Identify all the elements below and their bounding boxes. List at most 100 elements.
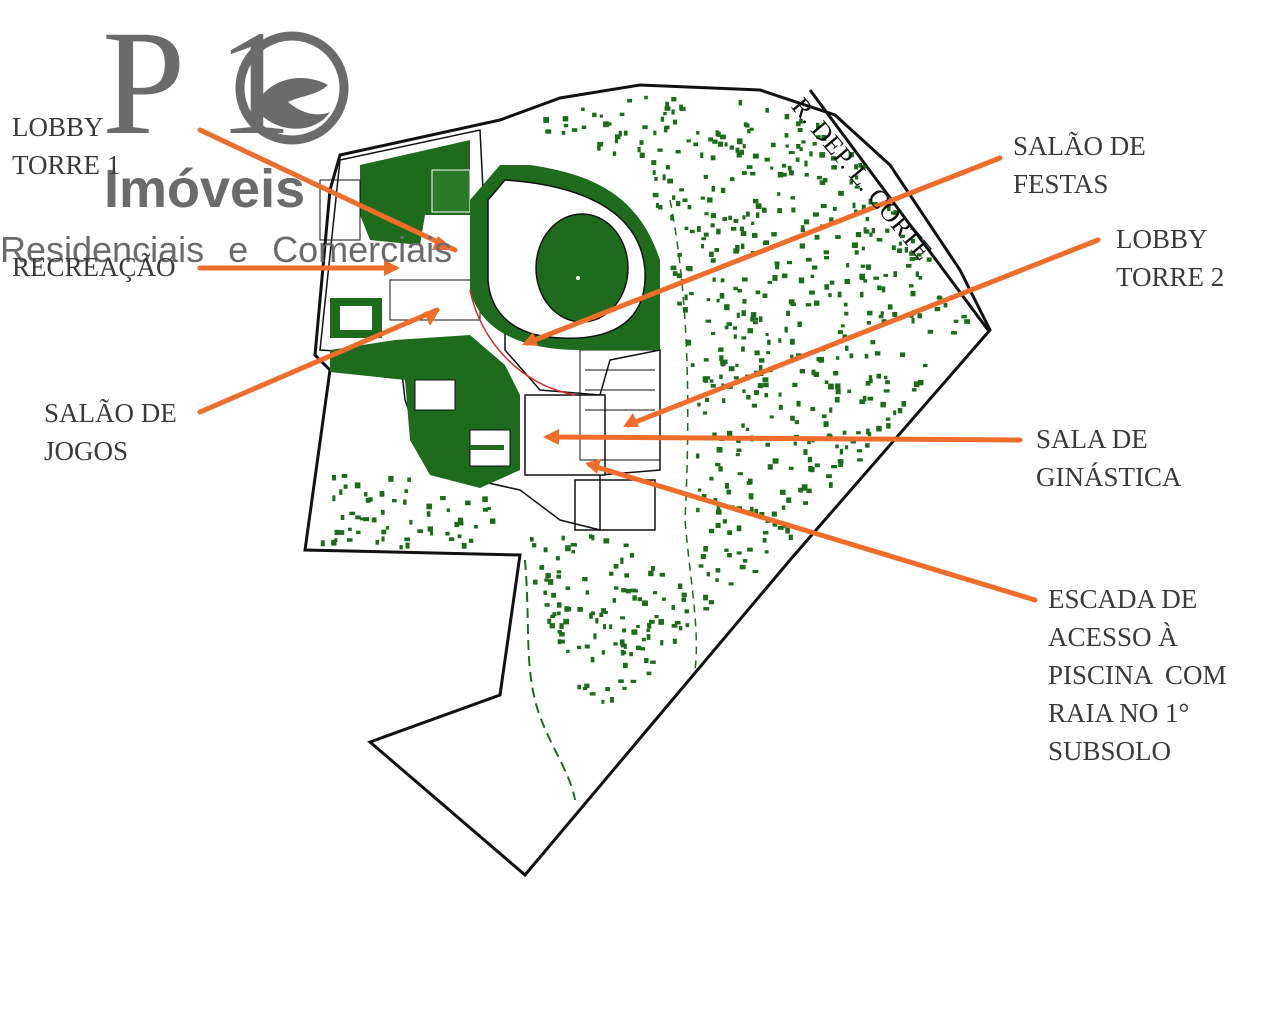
tree-dot <box>430 531 434 536</box>
tree-dot <box>440 496 446 501</box>
tree-dot <box>712 139 718 144</box>
tree-dot <box>741 423 745 428</box>
tree-dot <box>775 263 780 270</box>
tree-dot <box>454 521 459 528</box>
tree-dot <box>726 489 731 495</box>
tree-dot <box>751 403 758 408</box>
tree-dot <box>654 615 659 619</box>
tree-dot <box>786 310 790 316</box>
tree-dot <box>843 302 848 307</box>
tree-dot <box>849 179 853 185</box>
tree-dot <box>740 231 747 236</box>
tree-dot <box>784 113 790 120</box>
tree-dot <box>829 217 834 222</box>
tree-dot <box>833 371 839 376</box>
tree-dot <box>543 590 548 595</box>
tree-dot <box>918 275 923 280</box>
tree-dot <box>551 592 556 598</box>
tree-dot <box>686 139 691 143</box>
tree-dot <box>745 123 750 128</box>
tree-dot <box>539 565 545 570</box>
tree-dot <box>806 488 812 494</box>
tree-dot <box>686 339 692 346</box>
tree-dot <box>620 649 625 656</box>
tree-dot <box>887 205 891 212</box>
tree-dot <box>819 180 826 185</box>
tree-dot <box>724 304 730 311</box>
tree-dot <box>697 402 701 407</box>
tree-dot <box>557 611 561 616</box>
tree-dot <box>590 656 595 663</box>
tree-dot <box>620 616 626 620</box>
label-sala-de-ginastica: SALA DE GINÁSTICA <box>1036 424 1182 492</box>
tree-dot <box>710 258 716 263</box>
tree-dot <box>796 400 801 407</box>
tree-dot <box>859 399 866 405</box>
tree-dot <box>837 291 842 298</box>
arrow-sala-de-ginastica <box>545 434 1023 443</box>
tree-dot <box>728 582 734 586</box>
tree-dot <box>777 208 782 214</box>
tree-dot <box>803 449 808 455</box>
tree-dot <box>883 273 889 277</box>
tree-dot <box>778 404 783 410</box>
tree-dot <box>709 251 714 257</box>
tree-dot <box>893 271 897 277</box>
tree-dot <box>805 303 812 307</box>
tree-dot <box>426 503 433 510</box>
tree-dot <box>857 458 863 462</box>
tree-dot <box>953 319 959 323</box>
tree-dot <box>601 699 605 704</box>
tree-dot <box>898 241 902 246</box>
tree-dot <box>648 619 655 624</box>
tree-dot <box>754 508 759 515</box>
tree-dot <box>816 357 820 362</box>
tree-dot <box>606 122 612 126</box>
tree-dot <box>856 449 863 453</box>
tree-dot <box>561 130 566 135</box>
tree-dot <box>727 553 732 558</box>
tree-dot <box>809 290 815 295</box>
tree-dot <box>684 294 688 301</box>
tree-dot <box>764 550 769 554</box>
tree-dot <box>689 292 694 296</box>
tree-dot <box>918 380 924 386</box>
tree-dot <box>614 137 618 144</box>
tree-dot <box>338 530 345 535</box>
tree-dot <box>800 225 805 231</box>
tree-dot <box>545 129 552 134</box>
tree-dot <box>764 157 770 162</box>
tree-dot <box>742 143 746 149</box>
tree-dot <box>747 328 754 334</box>
tree-dot <box>334 538 338 542</box>
tree-dot <box>757 383 763 389</box>
tree-dot <box>636 625 640 628</box>
tree-dot <box>824 380 829 385</box>
tree-dot <box>722 398 726 403</box>
tree-dot <box>785 528 790 534</box>
tree-dot <box>363 517 369 522</box>
tree-dot <box>858 162 862 168</box>
tree-dot <box>867 310 873 316</box>
tree-dot <box>741 336 747 340</box>
tree-dot <box>664 106 671 111</box>
tree-dot <box>582 687 588 691</box>
tree-dot <box>736 152 742 158</box>
tree-dot <box>855 232 862 238</box>
tree-dot <box>427 526 433 532</box>
tree-dot <box>891 211 896 215</box>
tree-dot <box>865 443 870 448</box>
tree-dot <box>585 590 590 595</box>
oval-plaza <box>469 165 660 396</box>
tree-dot <box>765 333 769 337</box>
tree-dot <box>731 226 737 231</box>
tree-dot <box>675 200 681 207</box>
tree-dot <box>868 378 873 384</box>
tree-dot <box>909 251 916 256</box>
tree-dot <box>787 165 792 171</box>
tree-dot <box>660 116 665 122</box>
tree-dot <box>736 448 742 453</box>
tree-dot <box>548 579 554 585</box>
tree-dot <box>891 245 896 250</box>
tree-dot <box>563 618 570 625</box>
